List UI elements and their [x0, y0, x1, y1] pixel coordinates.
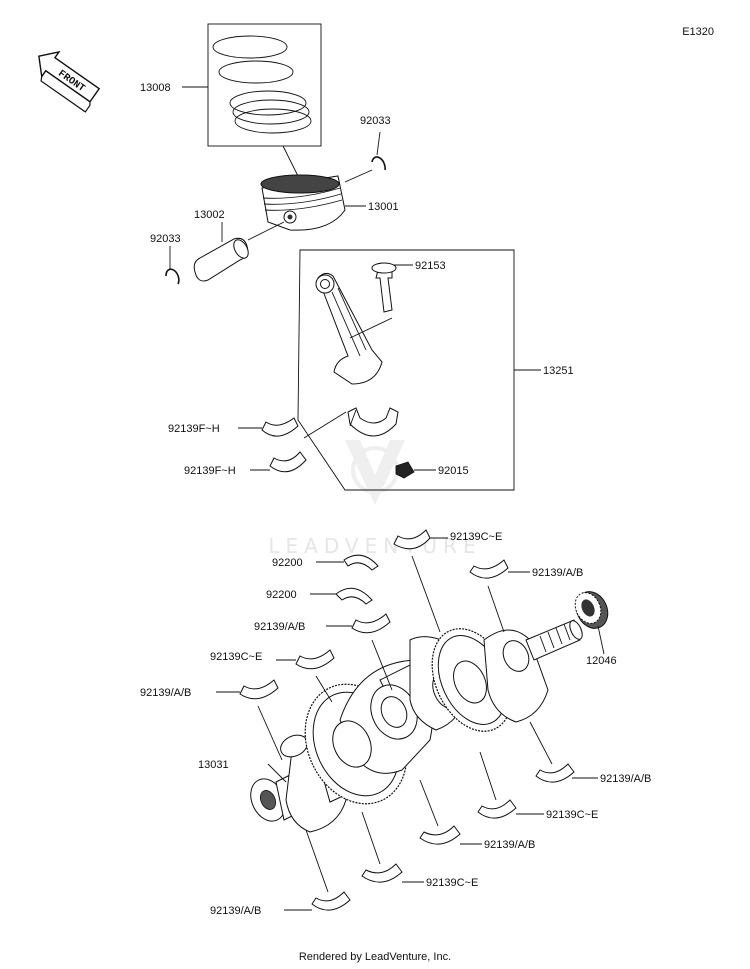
label-92139ce-4: 92139C~E	[426, 877, 478, 889]
connecting-rod-assembly	[297, 249, 541, 491]
main-bearing-ce-2	[276, 649, 335, 703]
main-bearing-ab-1	[469, 559, 530, 633]
main-bearing-ce-3	[477, 751, 544, 819]
main-bearing-ab-6	[284, 829, 351, 911]
piston-ring-set	[182, 23, 322, 181]
label-92200-b: 92200	[266, 589, 297, 601]
label-92139ab-1: 92139/A/B	[532, 567, 583, 579]
thrust-washer-b	[310, 587, 373, 605]
main-bearing-ab-2	[326, 613, 393, 691]
label-92139fh-1: 92139F~H	[168, 423, 220, 435]
label-92139ce-1: 92139C~E	[450, 531, 502, 543]
label-92139ab-4: 92139/A/B	[600, 773, 651, 785]
circlip-left	[165, 246, 180, 285]
label-12046: 12046	[586, 655, 617, 667]
main-bearing-ce-4	[361, 811, 424, 883]
piston	[260, 174, 346, 231]
main-bearing-ab-4	[529, 721, 598, 783]
label-92139ab-3: 92139/A/B	[140, 687, 191, 699]
label-13002: 13002	[194, 209, 225, 221]
label-92139ab-2: 92139/A/B	[254, 621, 305, 633]
front-arrow-icon: FRONT	[38, 50, 101, 113]
label-13031: 13031	[198, 759, 229, 771]
label-13008: 13008	[140, 82, 171, 94]
label-13001: 13001	[368, 201, 399, 213]
main-bearing-ab-3	[216, 679, 283, 761]
label-92139ce-3: 92139C~E	[546, 809, 598, 821]
label-92139ab-6: 92139/A/B	[210, 905, 261, 917]
label-92200-a: 92200	[272, 557, 303, 569]
label-92033-b: 92033	[150, 233, 181, 245]
crankshaft	[250, 619, 583, 833]
label-92015: 92015	[438, 465, 469, 477]
main-bearing-ce-1	[393, 529, 448, 633]
label-92139ce-2: 92139C~E	[210, 651, 262, 663]
thrust-washer-a	[316, 554, 379, 571]
footer-credit: Rendered by LeadVenture, Inc.	[298, 951, 452, 963]
diagram-id: E1320	[682, 26, 714, 38]
label-92139fh-2: 92139F~H	[184, 465, 236, 477]
needle-bearing-gear	[574, 591, 609, 655]
label-92153: 92153	[415, 260, 446, 272]
rod-bearing-upper	[238, 411, 347, 439]
label-92139ab-5: 92139/A/B	[484, 839, 535, 851]
rod-bearing-lower	[250, 451, 307, 473]
piston-pin	[193, 221, 285, 282]
label-13251: 13251	[543, 365, 574, 377]
main-bearing-ab-5	[419, 779, 482, 845]
circlip-right	[344, 131, 386, 183]
label-92033-a: 92033	[360, 115, 391, 127]
